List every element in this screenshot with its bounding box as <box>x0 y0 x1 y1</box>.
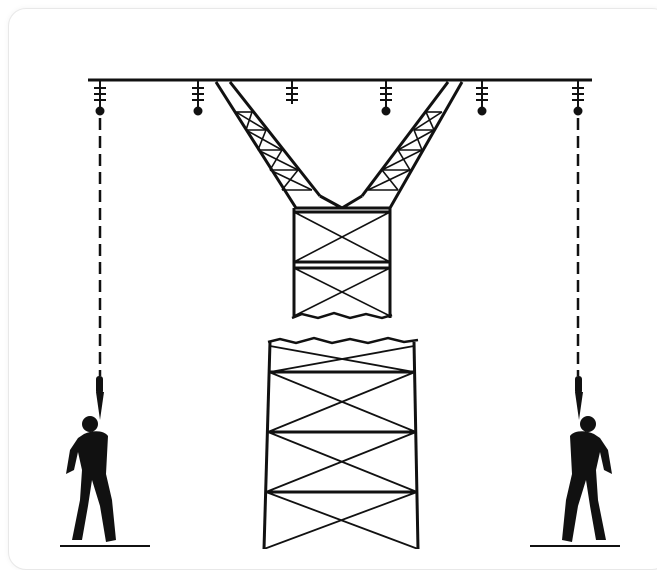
right-person-figure <box>562 376 612 542</box>
transmission-tower-diagram <box>0 0 657 549</box>
tower-head <box>216 82 462 208</box>
insulator-6 <box>572 80 584 115</box>
lower-tower-bracing <box>264 346 418 549</box>
dashed-drop-lines <box>100 118 578 376</box>
arm-lattice <box>236 112 442 190</box>
insulator-2 <box>192 80 204 115</box>
insulator-4 <box>380 80 392 115</box>
insulator-5 <box>476 80 488 115</box>
insulator-1 <box>94 80 106 115</box>
insulators <box>94 80 584 115</box>
left-person-figure <box>66 376 116 542</box>
upper-tower-bracing <box>294 212 390 316</box>
insulator-3 <box>286 80 298 104</box>
upper-tower-section <box>292 208 392 318</box>
